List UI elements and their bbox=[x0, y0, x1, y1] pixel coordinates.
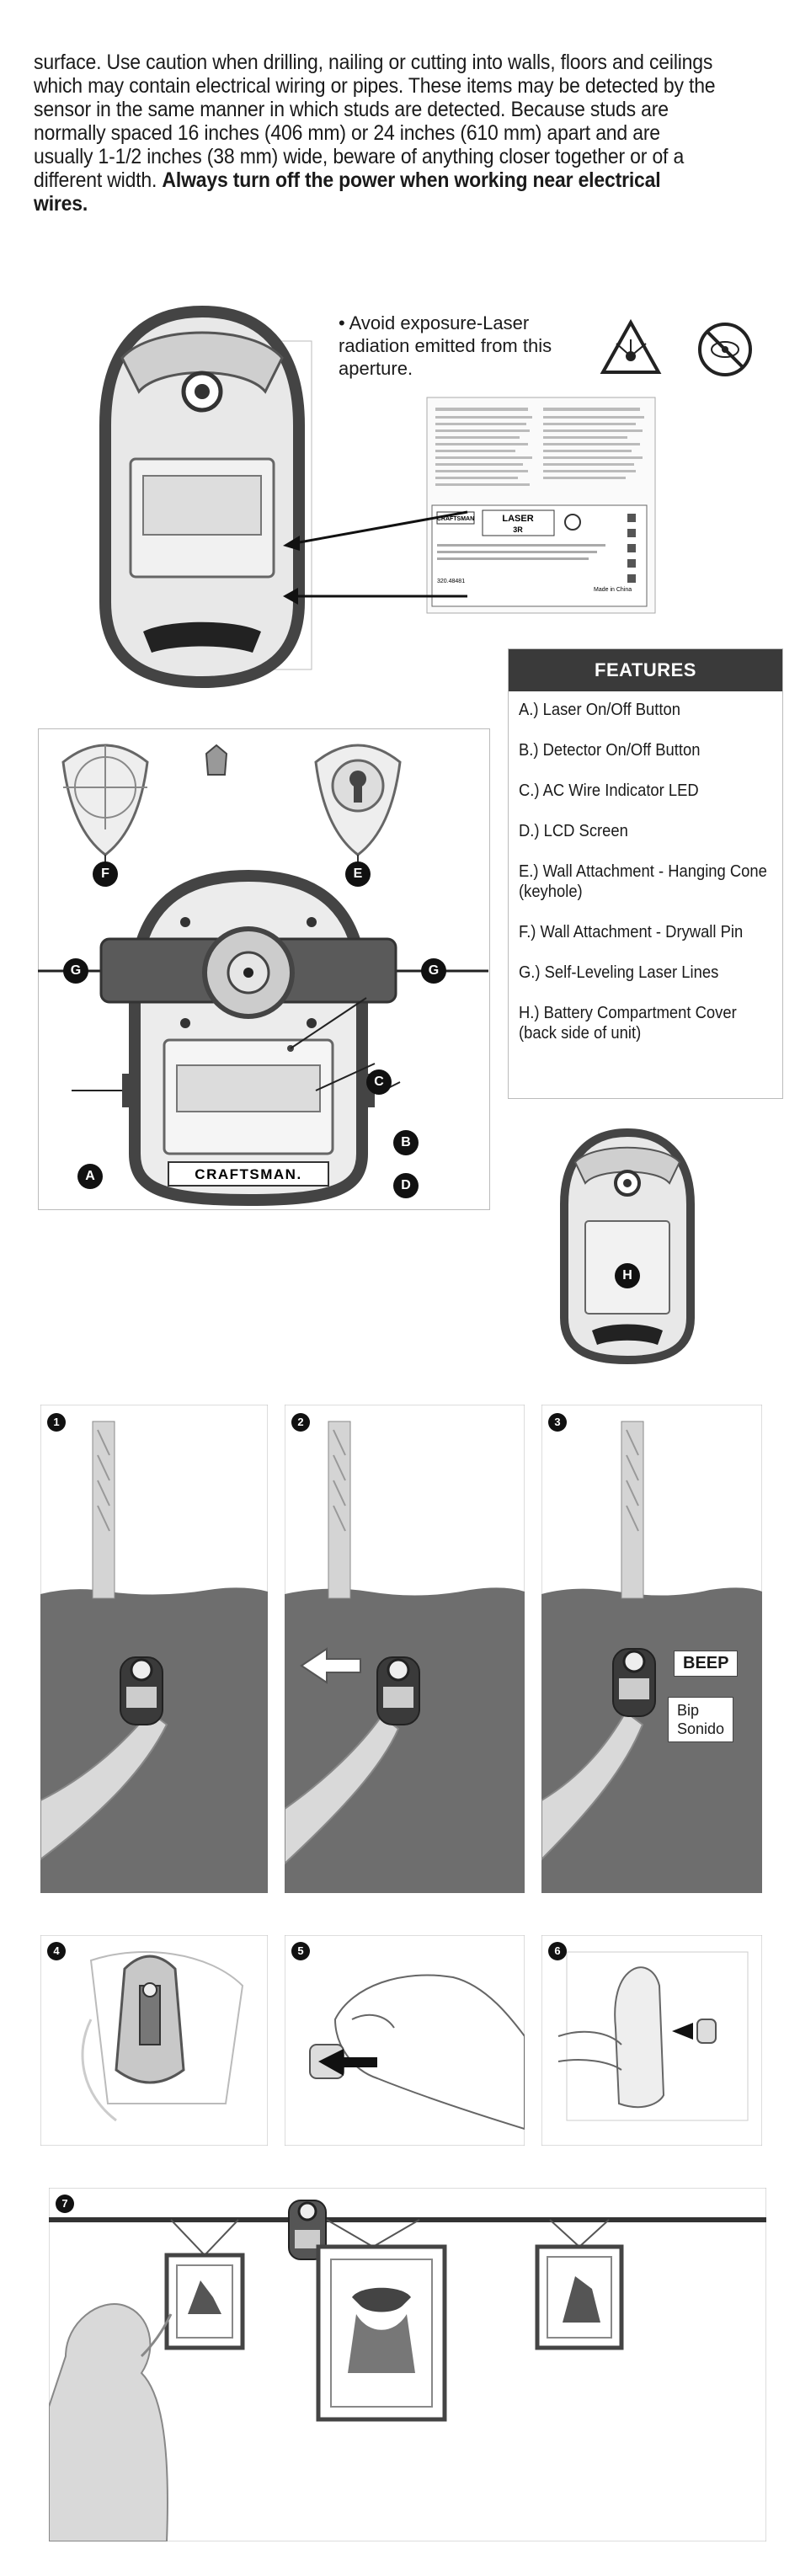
laser-warning-text: Avoid exposure-Laser radiation emitted f… bbox=[339, 312, 552, 379]
bip-sonido-label: Bip Sonido bbox=[668, 1697, 734, 1742]
callout-g-left: G bbox=[63, 958, 88, 984]
step3-illustration bbox=[541, 1405, 762, 1893]
step5-illustration bbox=[285, 1935, 525, 2146]
step4-illustration bbox=[40, 1935, 268, 2146]
device-brand: CRAFTSMAN. bbox=[195, 1166, 301, 1182]
intro-text: surface. Use caution when drilling, nail… bbox=[34, 51, 716, 192]
bip-text: Bip bbox=[677, 1702, 700, 1719]
callout-d: D bbox=[393, 1173, 419, 1198]
device-label-sticker: CRAFTSMAN LASER 3R 320.48481 Made in Chi… bbox=[426, 397, 656, 614]
sticker-brand: CRAFTSMAN bbox=[437, 516, 474, 522]
step7-illustration bbox=[49, 2188, 766, 2541]
device-battery-view bbox=[560, 1128, 695, 1365]
sonido-text: Sonido bbox=[677, 1720, 725, 1737]
bullet-icon: • bbox=[339, 312, 349, 333]
feature-diagram-frame bbox=[38, 728, 490, 1210]
features-list: A.) Laser On/Off Button B.) Detector On/… bbox=[509, 691, 782, 1043]
intro-warning: Always turn off the power when working n… bbox=[34, 168, 661, 216]
feature-item: B.) Detector On/Off Button bbox=[519, 741, 701, 760]
laser-warning: • Avoid exposure-Laser radiation emitted… bbox=[339, 312, 557, 380]
feature-item: E.) Wall Attachment - Hanging Cone (keyh… bbox=[519, 862, 767, 901]
sticker-laser: LASER bbox=[502, 514, 533, 524]
features-title: FEATURES bbox=[509, 649, 782, 691]
feature-diagram: CRAFTSMAN. bbox=[38, 744, 488, 1207]
callout-g-right: G bbox=[421, 958, 446, 984]
step-number-7: 7 bbox=[56, 2195, 74, 2213]
feature-item: D.) LCD Screen bbox=[519, 822, 628, 840]
step-number-4: 4 bbox=[47, 1942, 66, 1960]
callout-e: E bbox=[345, 861, 371, 887]
sticker-model: 320.48481 bbox=[437, 579, 465, 584]
device-back-illustration bbox=[99, 305, 312, 689]
sticker-class: 3R bbox=[513, 525, 523, 534]
step-number-6: 6 bbox=[548, 1942, 567, 1960]
callout-a: A bbox=[77, 1164, 103, 1189]
callout-h: H bbox=[615, 1263, 640, 1288]
callout-f: F bbox=[93, 861, 118, 887]
laser-hazard-icon bbox=[600, 318, 662, 374]
callout-c: C bbox=[366, 1069, 392, 1095]
pointer-arrows bbox=[283, 510, 468, 605]
step6-illustration bbox=[541, 1935, 762, 2146]
feature-item: A.) Laser On/Off Button bbox=[519, 701, 680, 719]
callout-b: B bbox=[393, 1130, 419, 1155]
step-number-3: 3 bbox=[548, 1413, 567, 1432]
beep-label: BEEP bbox=[674, 1651, 739, 1677]
feature-item: H.) Battery Compartment Cover (back side… bbox=[519, 1004, 737, 1043]
features-box: FEATURES A.) Laser On/Off Button B.) Det… bbox=[508, 648, 783, 1099]
sticker-made-in: Made in China bbox=[594, 587, 632, 593]
step1-illustration bbox=[40, 1405, 268, 1893]
no-eye-exposure-icon bbox=[698, 323, 752, 376]
step-number-1: 1 bbox=[47, 1413, 66, 1432]
step-number-2: 2 bbox=[291, 1413, 310, 1432]
step2-illustration bbox=[285, 1405, 525, 1893]
feature-item: F.) Wall Attachment - Drywall Pin bbox=[519, 923, 744, 941]
feature-item: C.) AC Wire Indicator LED bbox=[519, 781, 699, 800]
step-number-5: 5 bbox=[291, 1942, 310, 1960]
intro-paragraph: surface. Use caution when drilling, nail… bbox=[34, 51, 716, 216]
feature-item: G.) Self-Leveling Laser Lines bbox=[519, 963, 719, 982]
